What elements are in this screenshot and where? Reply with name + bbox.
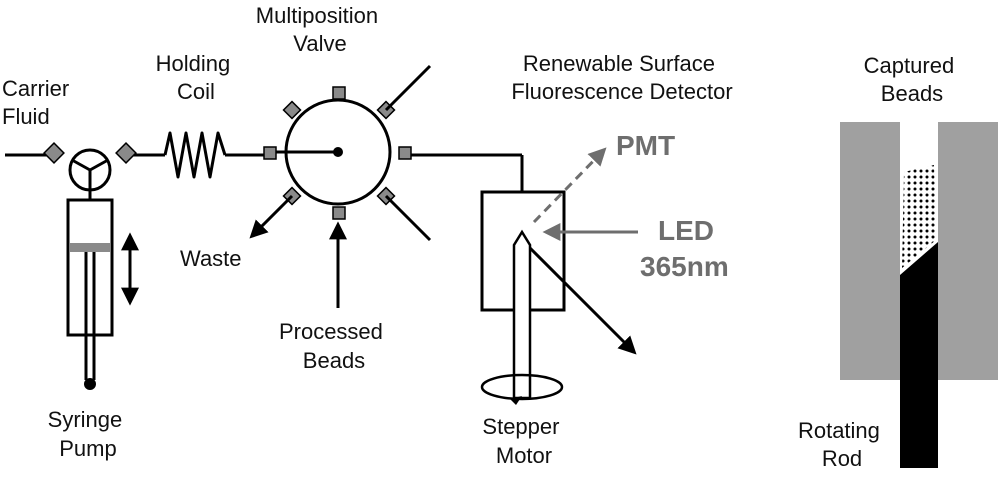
- syringe-pump-icon: [66, 190, 114, 390]
- waste-arrow: [249, 194, 294, 239]
- captured-beads-section: [840, 122, 998, 468]
- label-multiposition-valve: Multiposition Valve: [256, 3, 384, 56]
- label-led: LED 365nm: [640, 215, 729, 282]
- holding-coil-icon: [163, 131, 227, 179]
- label-processed-beads: Processed Beads: [279, 319, 389, 373]
- detector-outlet-arrow: [528, 246, 637, 355]
- label-rotating-rod: Rotating Rod: [798, 418, 886, 471]
- captured-beads-packing: [902, 165, 936, 268]
- rotating-rod-end: [900, 242, 938, 468]
- three-way-valve-icon: [43, 142, 137, 192]
- stepper-motor-icon: [480, 373, 564, 405]
- label-carrier-fluid: Carrier Fluid: [2, 76, 75, 129]
- label-waste: Waste: [180, 246, 242, 271]
- label-stepper-motor: Stepper Motor: [482, 414, 565, 468]
- pmt-arrow: [532, 147, 607, 224]
- label-holding-coil: Holding Coil: [156, 51, 237, 104]
- label-pmt: PMT: [616, 130, 675, 161]
- multiposition-valve-icon: [263, 64, 432, 242]
- label-detector: Renewable Surface Fluorescence Detector: [511, 51, 732, 104]
- label-captured-beads: Captured Beads: [864, 53, 961, 106]
- rotating-rod-probe: [512, 229, 532, 400]
- label-syringe-pump: Syringe Pump: [48, 407, 129, 461]
